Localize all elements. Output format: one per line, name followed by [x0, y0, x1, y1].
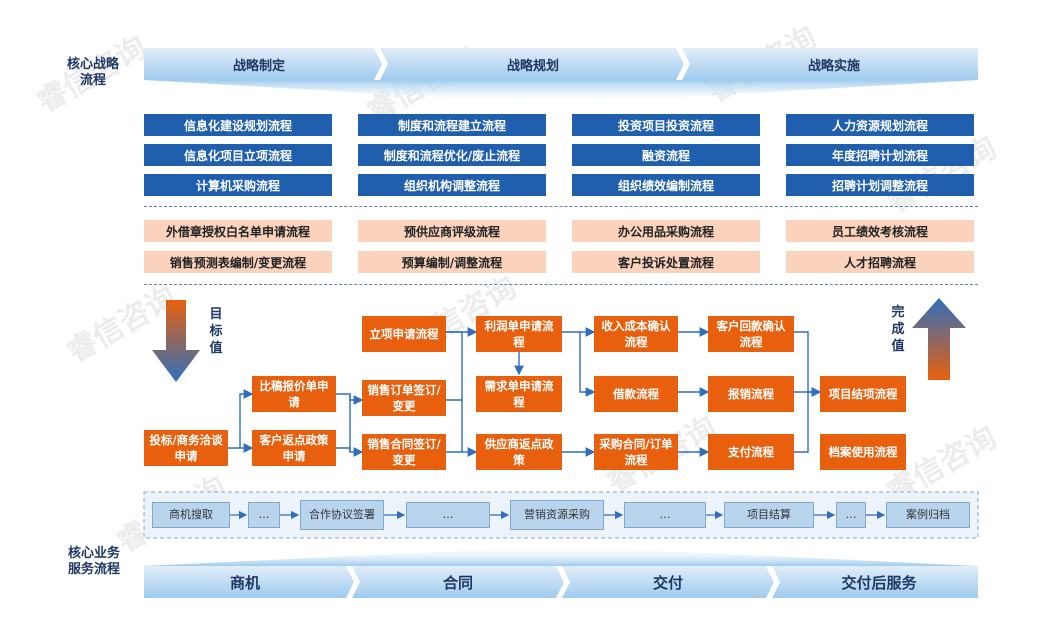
flow-box-sales-order[interactable]: 销售订单签订/变更	[362, 380, 446, 416]
process-box[interactable]: 预算编制/调整流程	[358, 251, 546, 273]
process-box[interactable]: 组织绩效编制流程	[572, 174, 760, 196]
lifecycle-step[interactable]: …	[248, 502, 280, 528]
chevron-shape	[352, 566, 564, 598]
lifecycle-step[interactable]: 案例归档	[886, 502, 970, 528]
fan-shape	[144, 80, 978, 104]
process-box[interactable]: 制度和流程建立流程	[358, 114, 546, 136]
lifecycle-step[interactable]: …	[624, 502, 706, 528]
flow-box-receipt[interactable]: 客户回款确认流程	[708, 316, 794, 352]
flow-box-project-close[interactable]: 项目结项流程	[820, 376, 906, 412]
lifecycle-step[interactable]: 商机搜取	[152, 502, 230, 528]
flow-box-archive[interactable]: 档案使用流程	[820, 434, 906, 470]
process-box[interactable]: 客户投诉处置流程	[572, 251, 760, 273]
flow-box-project-request[interactable]: 立项申请流程	[362, 316, 446, 352]
process-box[interactable]: 销售预测表编制/变更流程	[144, 251, 332, 273]
chevron-shape	[682, 48, 978, 80]
chevron-shape	[380, 48, 684, 80]
flow-box-rebate[interactable]: 客户返点政策申请	[252, 430, 336, 466]
process-box[interactable]: 人力资源规划流程	[786, 114, 974, 136]
process-box[interactable]: 年度招聘计划流程	[786, 144, 974, 166]
process-box[interactable]: 计算机采购流程	[144, 174, 332, 196]
chevron-shape	[144, 48, 382, 80]
process-box[interactable]: 融资流程	[572, 144, 760, 166]
phase-contract: 合同	[442, 573, 473, 592]
flow-box-loan[interactable]: 借款流程	[594, 376, 678, 412]
flow-box-profit[interactable]: 利润单申请流程	[476, 316, 562, 352]
process-box[interactable]: 投资项目投资流程	[572, 114, 760, 136]
complete-arrow	[912, 298, 966, 380]
flow-box-sales-contract[interactable]: 销售合同签订/变更	[362, 434, 446, 470]
phase-strategy-implementation: 战略实施	[807, 58, 860, 74]
chevron-shape	[772, 566, 978, 598]
flow-box-payment[interactable]: 支付流程	[708, 434, 794, 470]
flow-box-bidding[interactable]: 投标/商务洽谈申请	[144, 430, 228, 466]
phase-opportunity: 商机	[229, 573, 260, 592]
process-box[interactable]: 外借章授权白名单申请流程	[144, 220, 332, 242]
process-box[interactable]: 信息化项目立项流程	[144, 144, 332, 166]
lifecycle-step[interactable]: 合作协议签署	[300, 500, 384, 530]
target-arrow	[152, 300, 200, 382]
lifecycle-step[interactable]: 营销资源采购	[510, 500, 604, 530]
process-box[interactable]: 预供应商评级流程	[358, 220, 546, 242]
lifecycle-step[interactable]: 项目结算	[724, 502, 814, 528]
phase-after-service: 交付后服务	[841, 573, 917, 592]
separator	[144, 206, 978, 207]
fan-shape	[144, 546, 978, 566]
flow-box-revenue[interactable]: 收入成本确认流程	[594, 316, 678, 352]
flow-box-purchase[interactable]: 采购合同/订单流程	[594, 434, 678, 470]
core-business-label: 核心业务 服务流程	[67, 546, 120, 577]
phase-strategy-formulation: 战略制定	[232, 58, 285, 74]
target-value-label: 目 标 值	[209, 307, 223, 356]
complete-value-label: 完 成 值	[891, 305, 905, 354]
process-box[interactable]: 员工绩效考核流程	[786, 220, 974, 242]
phase-delivery: 交付	[652, 573, 683, 592]
process-box[interactable]: 招聘计划调整流程	[786, 174, 974, 196]
lifecycle-step[interactable]: …	[406, 502, 490, 528]
core-strategy-label: 核心战略 流程	[66, 57, 119, 88]
chevron-shape	[144, 566, 354, 598]
flow-box-supplier-rebate[interactable]: 供应商返点政策	[476, 434, 562, 470]
phase-strategy-planning: 战略规划	[506, 58, 559, 74]
process-box[interactable]: 组织机构调整流程	[358, 174, 546, 196]
process-box[interactable]: 制度和流程优化/废止流程	[358, 144, 546, 166]
flow-box-compare[interactable]: 比稿报价单申请	[252, 376, 336, 412]
flow-box-reimburse[interactable]: 报销流程	[708, 376, 794, 412]
process-box[interactable]: 办公用品采购流程	[572, 220, 760, 242]
flow-box-demand[interactable]: 需求单申请流程	[476, 376, 562, 412]
separator	[144, 284, 978, 285]
process-box[interactable]: 信息化建设规划流程	[144, 114, 332, 136]
chevron-shape	[562, 566, 774, 598]
lifecycle-step[interactable]: …	[836, 502, 866, 528]
process-box[interactable]: 人才招聘流程	[786, 251, 974, 273]
